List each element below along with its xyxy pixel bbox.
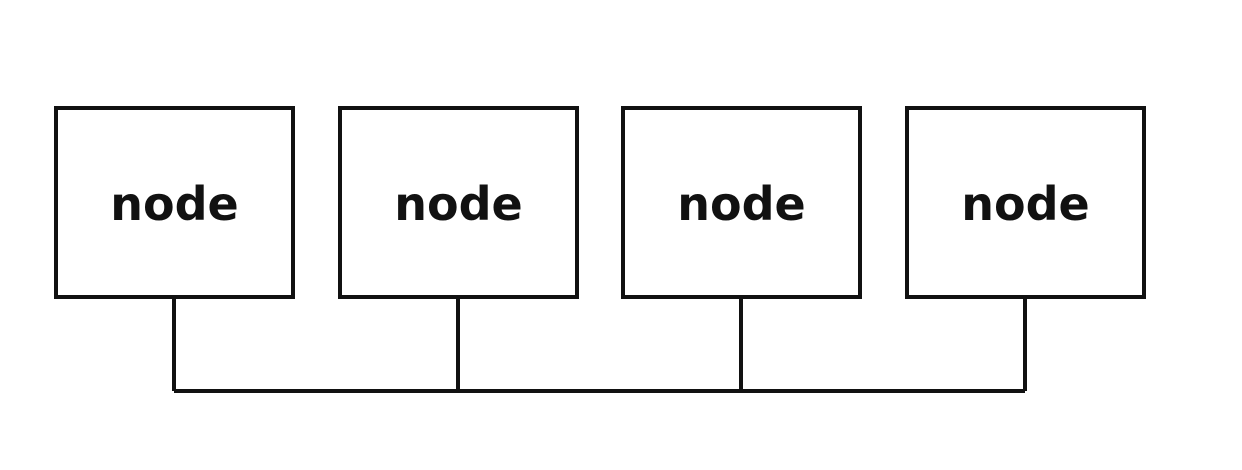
node-3: node xyxy=(621,106,862,299)
node-1-label: node xyxy=(110,177,238,231)
node-3-box xyxy=(621,106,862,299)
node-2-label: node xyxy=(394,177,522,231)
node-4: node xyxy=(905,106,1146,299)
node-2: node xyxy=(338,106,579,299)
node-1: node xyxy=(54,106,295,299)
node-3-label: node xyxy=(677,177,805,231)
node-4-label: node xyxy=(961,177,1089,231)
node-2-box xyxy=(338,106,579,299)
node-4-box xyxy=(905,106,1146,299)
